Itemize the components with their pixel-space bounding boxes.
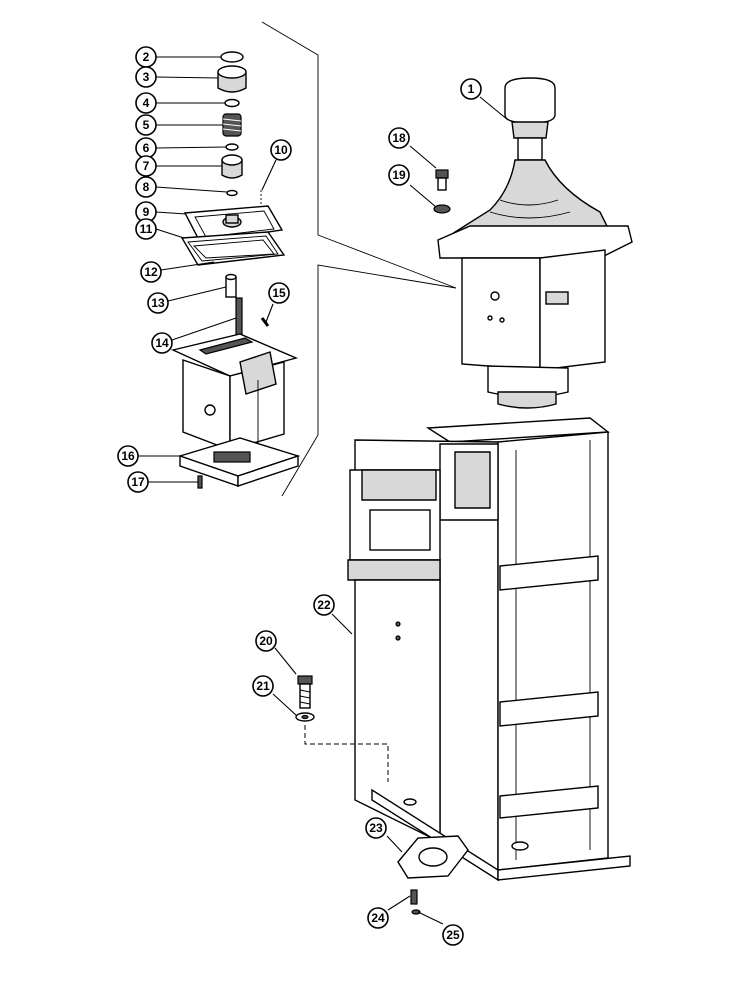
callout-4: 4 — [135, 92, 157, 114]
callout-23-label: 23 — [369, 821, 383, 835]
callout-2-label: 2 — [143, 50, 150, 64]
callout-16-label: 16 — [121, 449, 135, 463]
callout-6: 6 — [135, 137, 157, 159]
callout-5: 5 — [135, 114, 157, 136]
callout-11: 11 — [135, 218, 157, 240]
callout-9-label: 9 — [143, 205, 150, 219]
callout-25: 25 — [442, 924, 464, 946]
callout-5-label: 5 — [143, 118, 150, 132]
callout-11-label: 11 — [140, 222, 153, 236]
callout-21: 21 — [252, 675, 274, 697]
callout-23: 23 — [365, 817, 387, 839]
callout-10-label: 10 — [274, 143, 288, 157]
callout-22: 22 — [313, 594, 335, 616]
callout-22-label: 22 — [317, 598, 331, 612]
callout-14: 14 — [151, 332, 173, 354]
callout-2: 2 — [135, 46, 157, 68]
callouts: 2 3 4 5 6 7 8 9 — [117, 46, 482, 946]
callout-20-label: 20 — [259, 634, 273, 648]
callout-13: 13 — [147, 292, 169, 314]
console-pedestal — [347, 417, 631, 882]
callout-19: 19 — [388, 164, 410, 186]
callout-20: 20 — [255, 630, 277, 652]
callout-1: 1 — [460, 78, 482, 100]
callout-18-label: 18 — [392, 131, 406, 145]
joystick-assembly — [433, 77, 633, 409]
callout-12-label: 12 — [144, 265, 158, 279]
callout-17: 17 — [127, 471, 149, 493]
callout-21-label: 21 — [256, 679, 270, 693]
callout-14-label: 14 — [155, 336, 169, 350]
callout-24-label: 24 — [371, 911, 385, 925]
callout-15: 15 — [268, 282, 290, 304]
callout-6-label: 6 — [143, 141, 150, 155]
mounting-hardware — [295, 675, 469, 915]
callout-13-label: 13 — [151, 296, 165, 310]
exploded-view-divider — [261, 21, 457, 497]
callout-25-label: 25 — [446, 928, 460, 942]
callout-15-label: 15 — [272, 286, 286, 300]
callout-24: 24 — [367, 907, 389, 929]
callout-10: 10 — [270, 139, 292, 161]
callout-7-label: 7 — [143, 159, 150, 173]
exploded-joystick-parts — [170, 51, 301, 489]
callout-19-label: 19 — [392, 168, 406, 182]
callout-3: 3 — [135, 66, 157, 88]
callout-7: 7 — [135, 155, 157, 177]
callout-4-label: 4 — [143, 96, 150, 110]
callout-8-label: 8 — [143, 180, 150, 194]
callout-3-label: 3 — [143, 70, 150, 84]
leader-lines — [138, 56, 509, 925]
callout-8: 8 — [135, 176, 157, 198]
callout-12: 12 — [140, 261, 162, 283]
callout-16: 16 — [117, 445, 139, 467]
callout-18: 18 — [388, 127, 410, 149]
callout-17-label: 17 — [131, 475, 145, 489]
callout-1-label: 1 — [468, 82, 475, 96]
